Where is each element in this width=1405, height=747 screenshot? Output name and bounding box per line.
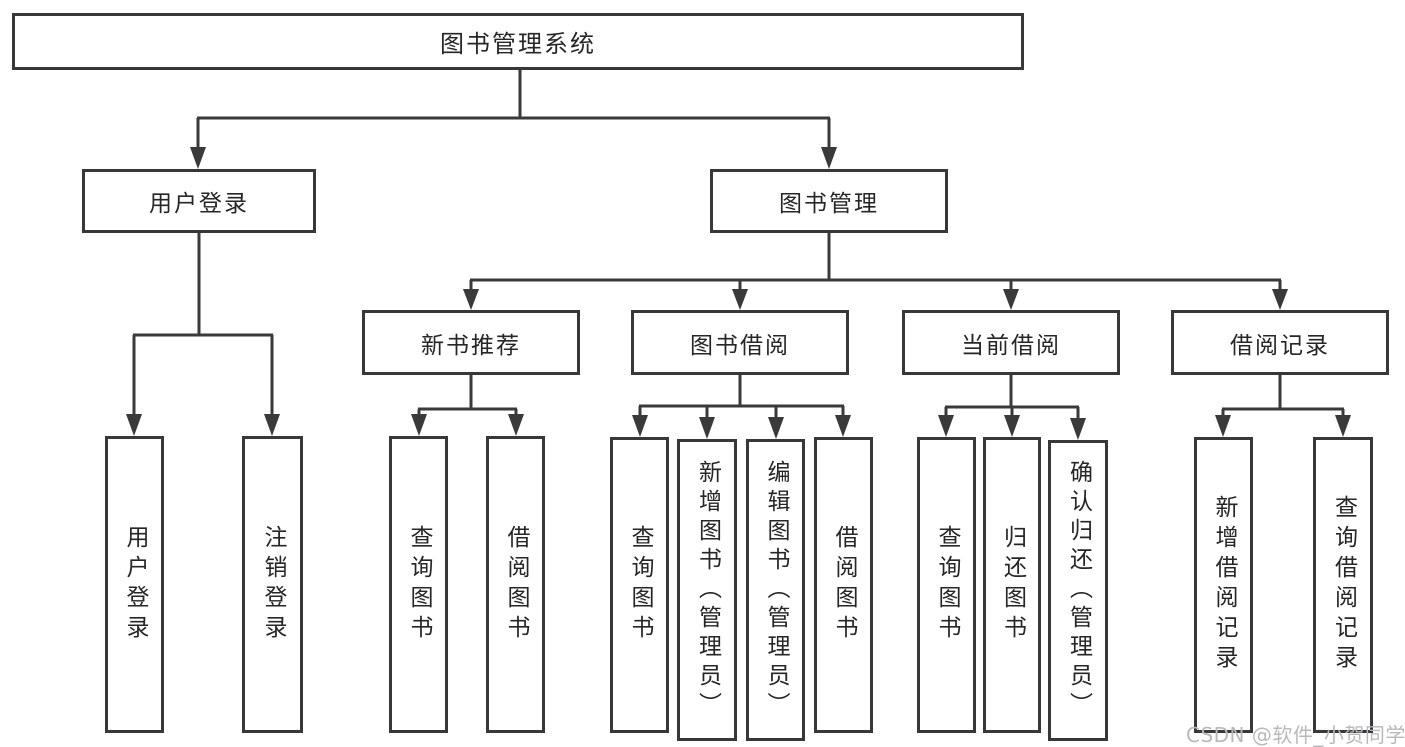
node-borrow-record: 借阅记录 <box>1171 310 1389 375</box>
node-leaf-confirm-return-admin: 确认归还（管理员） <box>1048 440 1108 741</box>
node-leaf-add-borrow-record: 新增借阅记录 <box>1194 437 1253 733</box>
node-root: 图书管理系统 <box>12 13 1024 70</box>
node-current-borrow: 当前借阅 <box>902 310 1120 375</box>
node-user-login: 用户登录 <box>82 169 316 233</box>
node-leaf-query-book-1: 查询图书 <box>389 436 448 733</box>
node-new-book-recommend: 新书推荐 <box>362 310 580 375</box>
node-leaf-query-book-3: 查询图书 <box>917 437 976 733</box>
node-book-management: 图书管理 <box>710 169 948 233</box>
node-book-borrow: 图书借阅 <box>631 310 849 375</box>
node-leaf-query-borrow-record: 查询借阅记录 <box>1313 437 1373 733</box>
node-leaf-borrow-book-1: 借阅图书 <box>486 436 545 733</box>
node-leaf-add-book-admin: 新增图书（管理员） <box>677 439 737 741</box>
node-leaf-borrow-book-2: 借阅图书 <box>814 437 873 733</box>
node-leaf-return-book: 归还图书 <box>983 437 1041 733</box>
node-leaf-logout: 注销登录 <box>242 436 303 733</box>
node-leaf-edit-book-admin: 编辑图书（管理员） <box>746 439 805 741</box>
csdn-watermark: CSDN @软件_小贺同学 <box>1186 723 1405 747</box>
node-leaf-query-book-2: 查询图书 <box>610 437 669 733</box>
node-leaf-user-login: 用户登录 <box>105 436 164 733</box>
